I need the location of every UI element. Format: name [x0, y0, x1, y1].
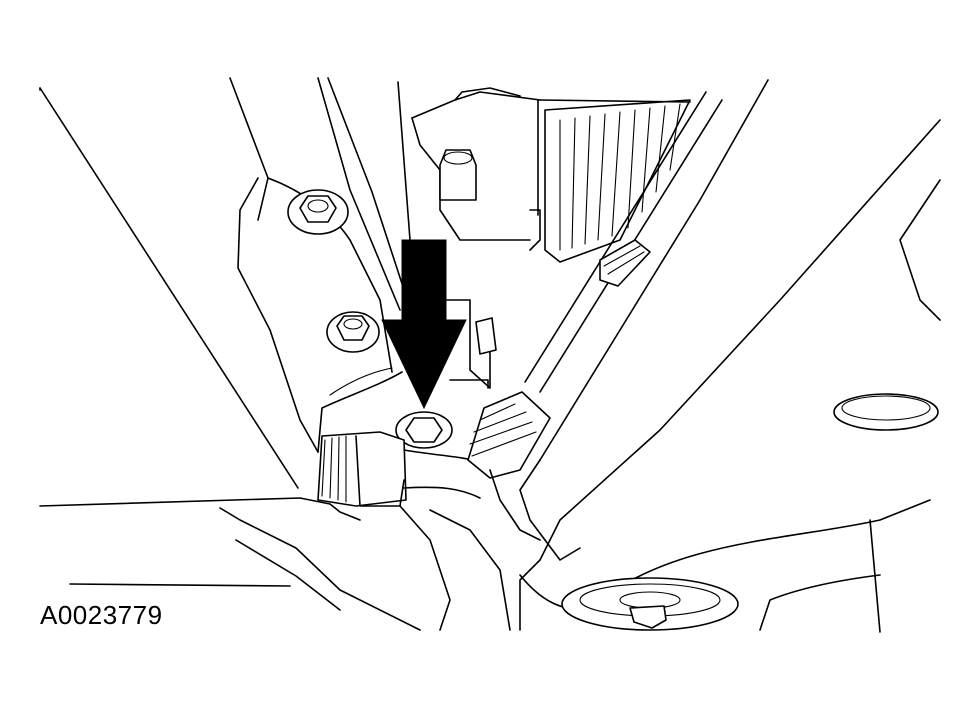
lower-pan [39, 469, 541, 631]
left-frame-rail [39, 77, 299, 489]
right-crossmember [519, 79, 941, 633]
down-arrow-icon [381, 239, 467, 410]
bolt-side [475, 317, 497, 355]
hose-fitting [317, 411, 491, 507]
bolt-upper-left [287, 189, 349, 235]
ribbed-cooler [544, 99, 691, 263]
figure-id-label: A0023779 [40, 600, 163, 630]
bolt-lower-right [561, 577, 739, 631]
bolt-upper-center [439, 149, 477, 201]
bolt-middle [326, 311, 380, 353]
transmission-line-tube [467, 91, 723, 479]
